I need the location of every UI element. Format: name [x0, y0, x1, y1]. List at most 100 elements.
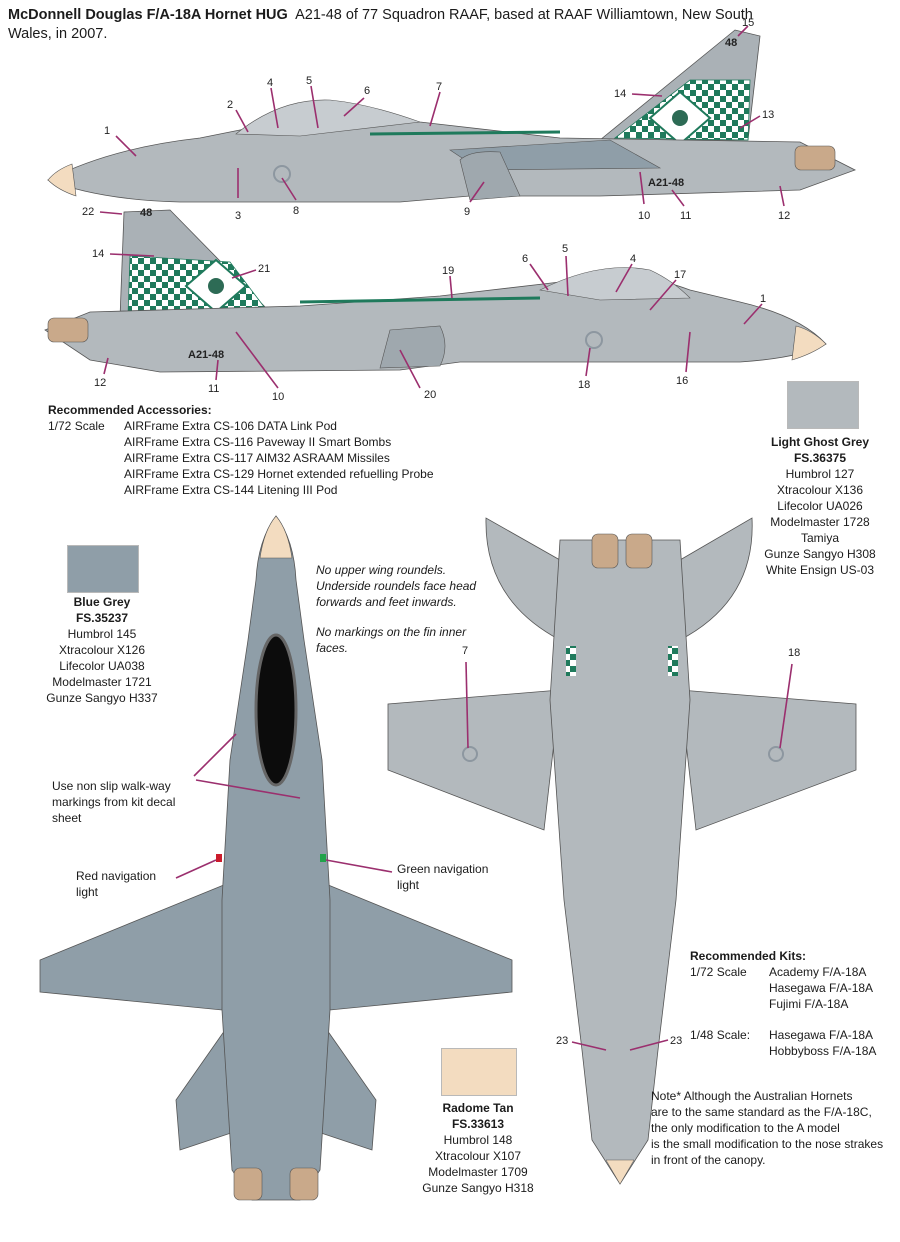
- right-roundel: [585, 331, 603, 349]
- note-line: forwards and feet inwards.: [316, 595, 457, 609]
- right-intake: [379, 325, 446, 369]
- green-navigation-light: [320, 854, 326, 862]
- callout-b-17: 17: [674, 269, 686, 281]
- paint-brand: Gunze Sangyo H318: [422, 1181, 534, 1195]
- paint-brand: Xtracolour X126: [58, 643, 146, 657]
- title-rest: A21-48 of 77 Squadron RAAF, based at RAA…: [8, 7, 753, 42]
- under-roundel-right: [768, 746, 784, 762]
- left-nose-radome: [47, 163, 77, 197]
- paint-brand: Gunze Sangyo H308: [764, 547, 876, 561]
- note-line: sheet: [52, 811, 82, 825]
- note-line: is the small modification to the nose st…: [651, 1137, 884, 1151]
- right-fin-code: 48: [140, 207, 152, 219]
- under-fuselage: [549, 539, 691, 1185]
- upper-nose-radome: [259, 515, 293, 559]
- right-profile: A21-48 48: [44, 207, 827, 373]
- walkway-note: Use non slip walk-way markings from kit …: [52, 778, 175, 826]
- paint-brand: Humbrol 148: [443, 1133, 513, 1147]
- callout-top-3: 3: [235, 210, 241, 222]
- paint-brand: Lifecolor UA038: [59, 659, 145, 673]
- paint-brand: Modelmaster 1728: [770, 515, 870, 529]
- paint-brand: Modelmaster 1721: [52, 675, 152, 689]
- callout-u-23-left: 23: [556, 1035, 568, 1047]
- light-ghost-grey-info: Light Ghost Grey FS.36375 Humbrol 127 Xt…: [740, 434, 900, 578]
- callout-u-23-right: 23: [670, 1035, 682, 1047]
- upper-nozzle-right: [289, 1167, 319, 1201]
- accessories-list: AIRFrame Extra CS-106 DATA Link Pod AIRF…: [124, 418, 434, 498]
- left-serial: A21-48: [648, 177, 684, 189]
- note-line: are to the same standard as the F/A-18C,: [651, 1105, 872, 1119]
- paint-name: Radome Tan: [442, 1101, 514, 1115]
- callout-top-14: 14: [614, 88, 626, 100]
- under-nozzle-right: [625, 533, 653, 569]
- note-line: Note* Although the Australian Hornets: [651, 1089, 853, 1103]
- paint-brand: Xtracolour X107: [434, 1149, 522, 1163]
- australian-hornet-note: Note* Although the Australian Hornets ar…: [651, 1088, 883, 1168]
- light-ghost-grey-swatch: [787, 381, 859, 429]
- callout-b-4: 4: [630, 253, 636, 265]
- left-lerx-stripe: [369, 130, 561, 136]
- callout-b-5: 5: [562, 243, 568, 255]
- underside-leaders: [465, 661, 793, 1051]
- callout-top-11: 11: [680, 210, 691, 222]
- note-line: light: [397, 878, 420, 892]
- right-nose-radome: [791, 325, 827, 361]
- blue-grey-swatch: [67, 545, 139, 593]
- upper-right-wing: [315, 879, 513, 1011]
- paint-name: Light Ghost Grey: [770, 435, 869, 449]
- callout-b-21: 21: [258, 263, 270, 275]
- kits-scale-72: 1/72 Scale: [690, 965, 747, 979]
- callout-b-11: 11: [208, 383, 219, 395]
- green-light-note: Green navigation light: [397, 861, 488, 893]
- callout-b-20: 20: [424, 389, 436, 401]
- paint-brand: Gunze Sangyo H337: [46, 691, 158, 705]
- kit-item: Hasegawa F/A-18A: [769, 981, 874, 995]
- under-roundel-left: [462, 746, 478, 762]
- note-line: faces.: [316, 641, 349, 655]
- kit-item: Fujimi F/A-18A: [769, 997, 849, 1011]
- callout-top-2: 2: [227, 99, 233, 111]
- left-nozzle: [794, 145, 836, 171]
- callout-b-19: 19: [442, 265, 454, 277]
- callout-top-9: 9: [464, 206, 470, 218]
- note-line: markings from kit decal: [52, 795, 176, 809]
- accessory-item: AIRFrame Extra CS-129 Hornet extended re…: [124, 467, 434, 481]
- callout-top-12: 12: [778, 210, 790, 222]
- callout-b-1: 1: [760, 293, 766, 305]
- paint-fs: FS.35237: [75, 611, 129, 625]
- note-line: the only modification to the A model: [651, 1121, 840, 1135]
- callout-u-18: 18: [788, 647, 800, 659]
- blue-grey-info: Blue Grey FS.35237 Humbrol 145 Xtracolou…: [22, 594, 182, 706]
- accessory-item: AIRFrame Extra CS-106 DATA Link Pod: [124, 419, 337, 433]
- paint-fs: FS.33613: [451, 1117, 505, 1131]
- paint-brand: Modelmaster 1709: [428, 1165, 528, 1179]
- right-canopy: [539, 267, 691, 301]
- under-fin-checks-right: [668, 646, 678, 676]
- callout-top-4: 4: [267, 77, 273, 89]
- title-bold: McDonnell Douglas F/A-18A Hornet HUG: [8, 7, 288, 23]
- left-profile: 48 A21-48: [47, 29, 857, 203]
- kits-scale-48: 1/48 Scale:: [690, 1028, 751, 1042]
- accessories-title: Recommended Accessories:: [48, 403, 212, 417]
- accessory-item: AIRFrame Extra CS-117 AIM32 ASRAAM Missi…: [124, 451, 390, 465]
- underside-view: [387, 517, 857, 1185]
- kits-title: Recommended Kits:: [690, 949, 807, 963]
- paint-brand: Humbrol 145: [67, 627, 137, 641]
- second-callout-leaders: [99, 211, 763, 389]
- callout-top-8: 7: [436, 81, 442, 93]
- right-nozzle: [47, 317, 89, 343]
- paint-brand: Tamiya: [800, 531, 839, 545]
- under-nose-radome: [605, 1159, 635, 1185]
- callout-top-10: 10: [638, 210, 650, 222]
- accessories-scale: 1/72 Scale: [48, 419, 105, 433]
- upper-nozzle-left: [233, 1167, 263, 1201]
- right-serial: A21-48: [188, 349, 224, 361]
- callout-b-18: 18: [578, 379, 590, 391]
- note-line: Use non slip walk-way: [52, 779, 171, 793]
- note-line: Underside roundels face head: [316, 579, 477, 593]
- callout-b-14: 14: [92, 248, 104, 260]
- note-line: light: [76, 885, 99, 899]
- under-left-tailplane: [485, 517, 561, 641]
- under-nozzle-left: [591, 533, 619, 569]
